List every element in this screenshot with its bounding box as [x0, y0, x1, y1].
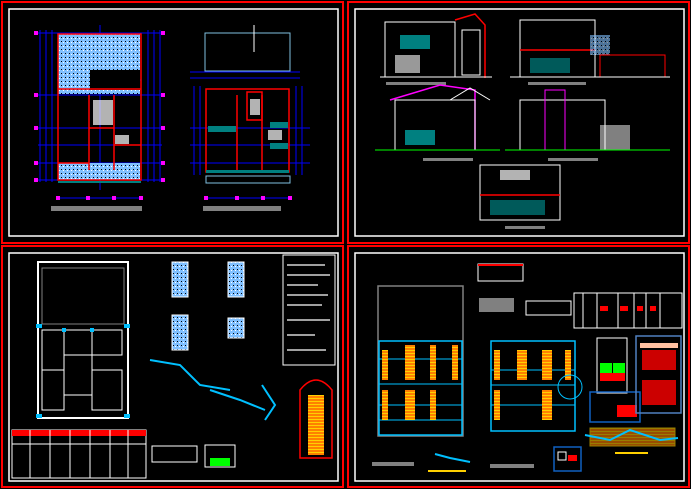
- front-elevation: [380, 13, 492, 85]
- upper-floor-plan: [190, 25, 310, 211]
- tank-detail: [589, 337, 641, 423]
- symbol-detail: [553, 446, 582, 472]
- sheet-foundations[interactable]: [1, 245, 344, 488]
- sheet-installations[interactable]: [347, 245, 690, 488]
- installation-plan-2: [490, 340, 583, 468]
- fixtures-table: [573, 292, 683, 329]
- schedule-table: [11, 429, 198, 479]
- stair-detail: [299, 379, 333, 459]
- plan-title-bar: [51, 206, 142, 211]
- legend-table: [477, 263, 572, 316]
- sheet-floor-plans[interactable]: [1, 1, 344, 244]
- section-view: [505, 89, 670, 161]
- secondary-elevation: [479, 164, 561, 229]
- plan-title-bar: [203, 206, 281, 211]
- footing-details: [149, 261, 277, 468]
- notes-block: [282, 254, 336, 366]
- foundation-plan: [36, 261, 130, 419]
- rear-elevation: [375, 84, 500, 161]
- ground-floor-plan: [34, 25, 165, 211]
- sheet-elevations[interactable]: [347, 1, 690, 244]
- side-elevation: [510, 19, 670, 85]
- drainage-profile: [584, 427, 679, 454]
- installation-plan-1: [372, 285, 471, 472]
- specs-table: [635, 335, 682, 414]
